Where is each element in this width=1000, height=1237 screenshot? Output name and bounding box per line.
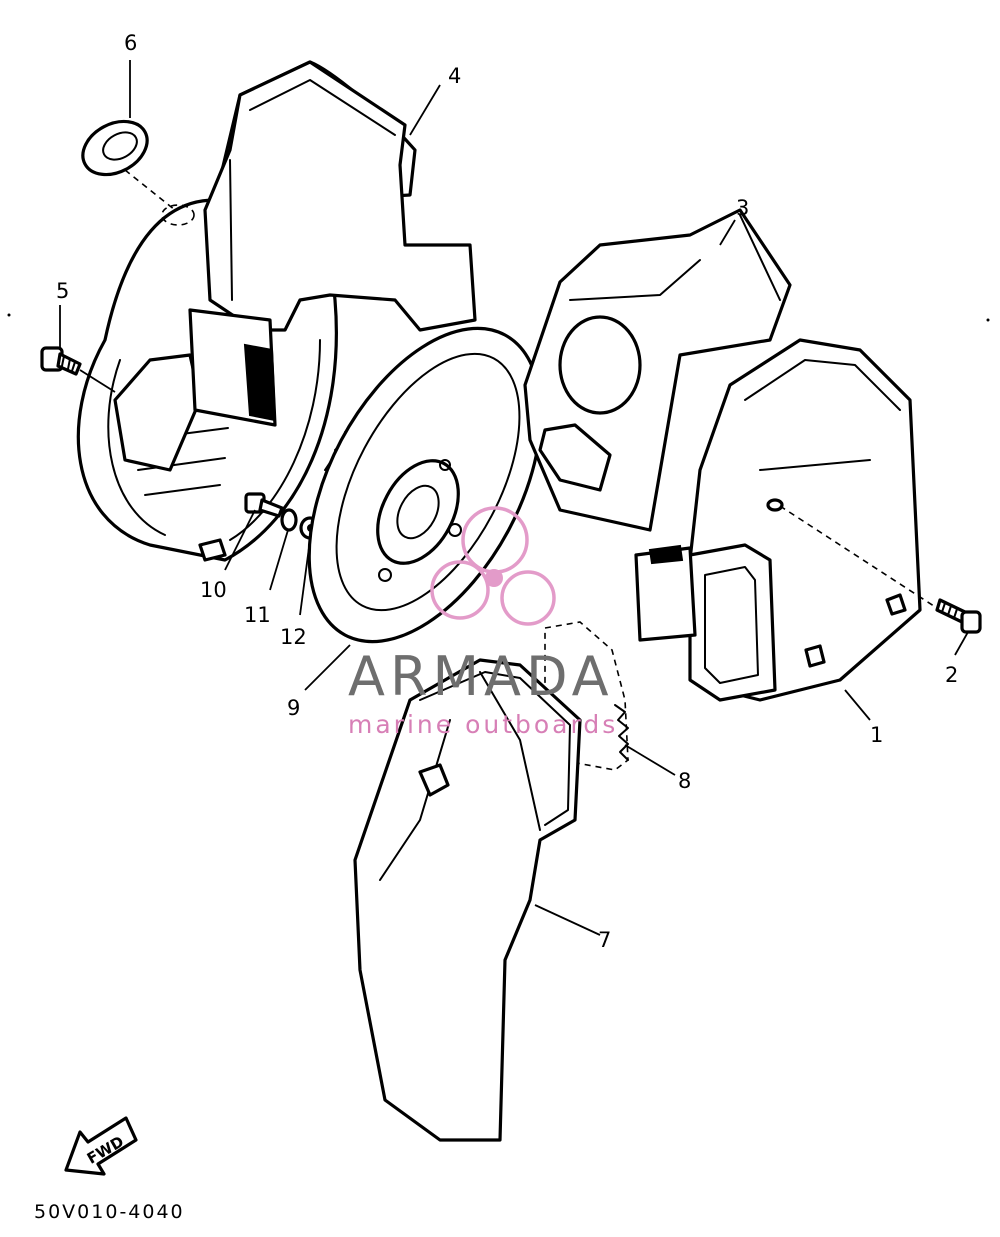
stray-dot	[986, 318, 990, 322]
callout-3: 3	[736, 196, 749, 220]
callout-labels: 1 2 3 4 5 6 7 8 9 10 11 12	[56, 31, 958, 952]
callout-1: 1	[870, 723, 883, 747]
callout-12: 12	[280, 625, 307, 649]
part-5-bolt	[40, 346, 116, 393]
callout-10: 10	[200, 578, 227, 602]
watermark: ARMADA marine outboards	[348, 506, 618, 739]
part-3-silencer-cover	[523, 208, 792, 532]
callout-8: 8	[678, 769, 691, 793]
stray-dot	[7, 313, 11, 317]
callout-5: 5	[56, 279, 69, 303]
watermark-propeller-logo	[430, 506, 556, 626]
callout-6: 6	[124, 31, 137, 55]
part-6-seal	[81, 119, 176, 211]
part-1-silencer-housing	[634, 338, 941, 702]
part-9-flywheel-fan	[307, 326, 543, 644]
callout-7: 7	[598, 928, 611, 952]
watermark-tagline: marine outboards	[348, 710, 618, 739]
part-4-flywheel-cover	[76, 60, 477, 562]
leader-lines	[59, 60, 969, 936]
callout-4: 4	[448, 64, 461, 88]
part-7-intake-duct	[353, 658, 582, 1142]
watermark-brand: ARMADA	[348, 645, 614, 708]
drawing-code: 50V010-4040	[34, 1201, 185, 1223]
part-11-washer	[280, 508, 298, 532]
callout-9: 9	[287, 696, 300, 720]
part-8-gasket	[544, 621, 629, 771]
callout-2: 2	[945, 663, 958, 687]
part-2-screw	[935, 598, 982, 634]
callout-11: 11	[244, 603, 271, 627]
fwd-arrow: FWD	[64, 1116, 138, 1176]
